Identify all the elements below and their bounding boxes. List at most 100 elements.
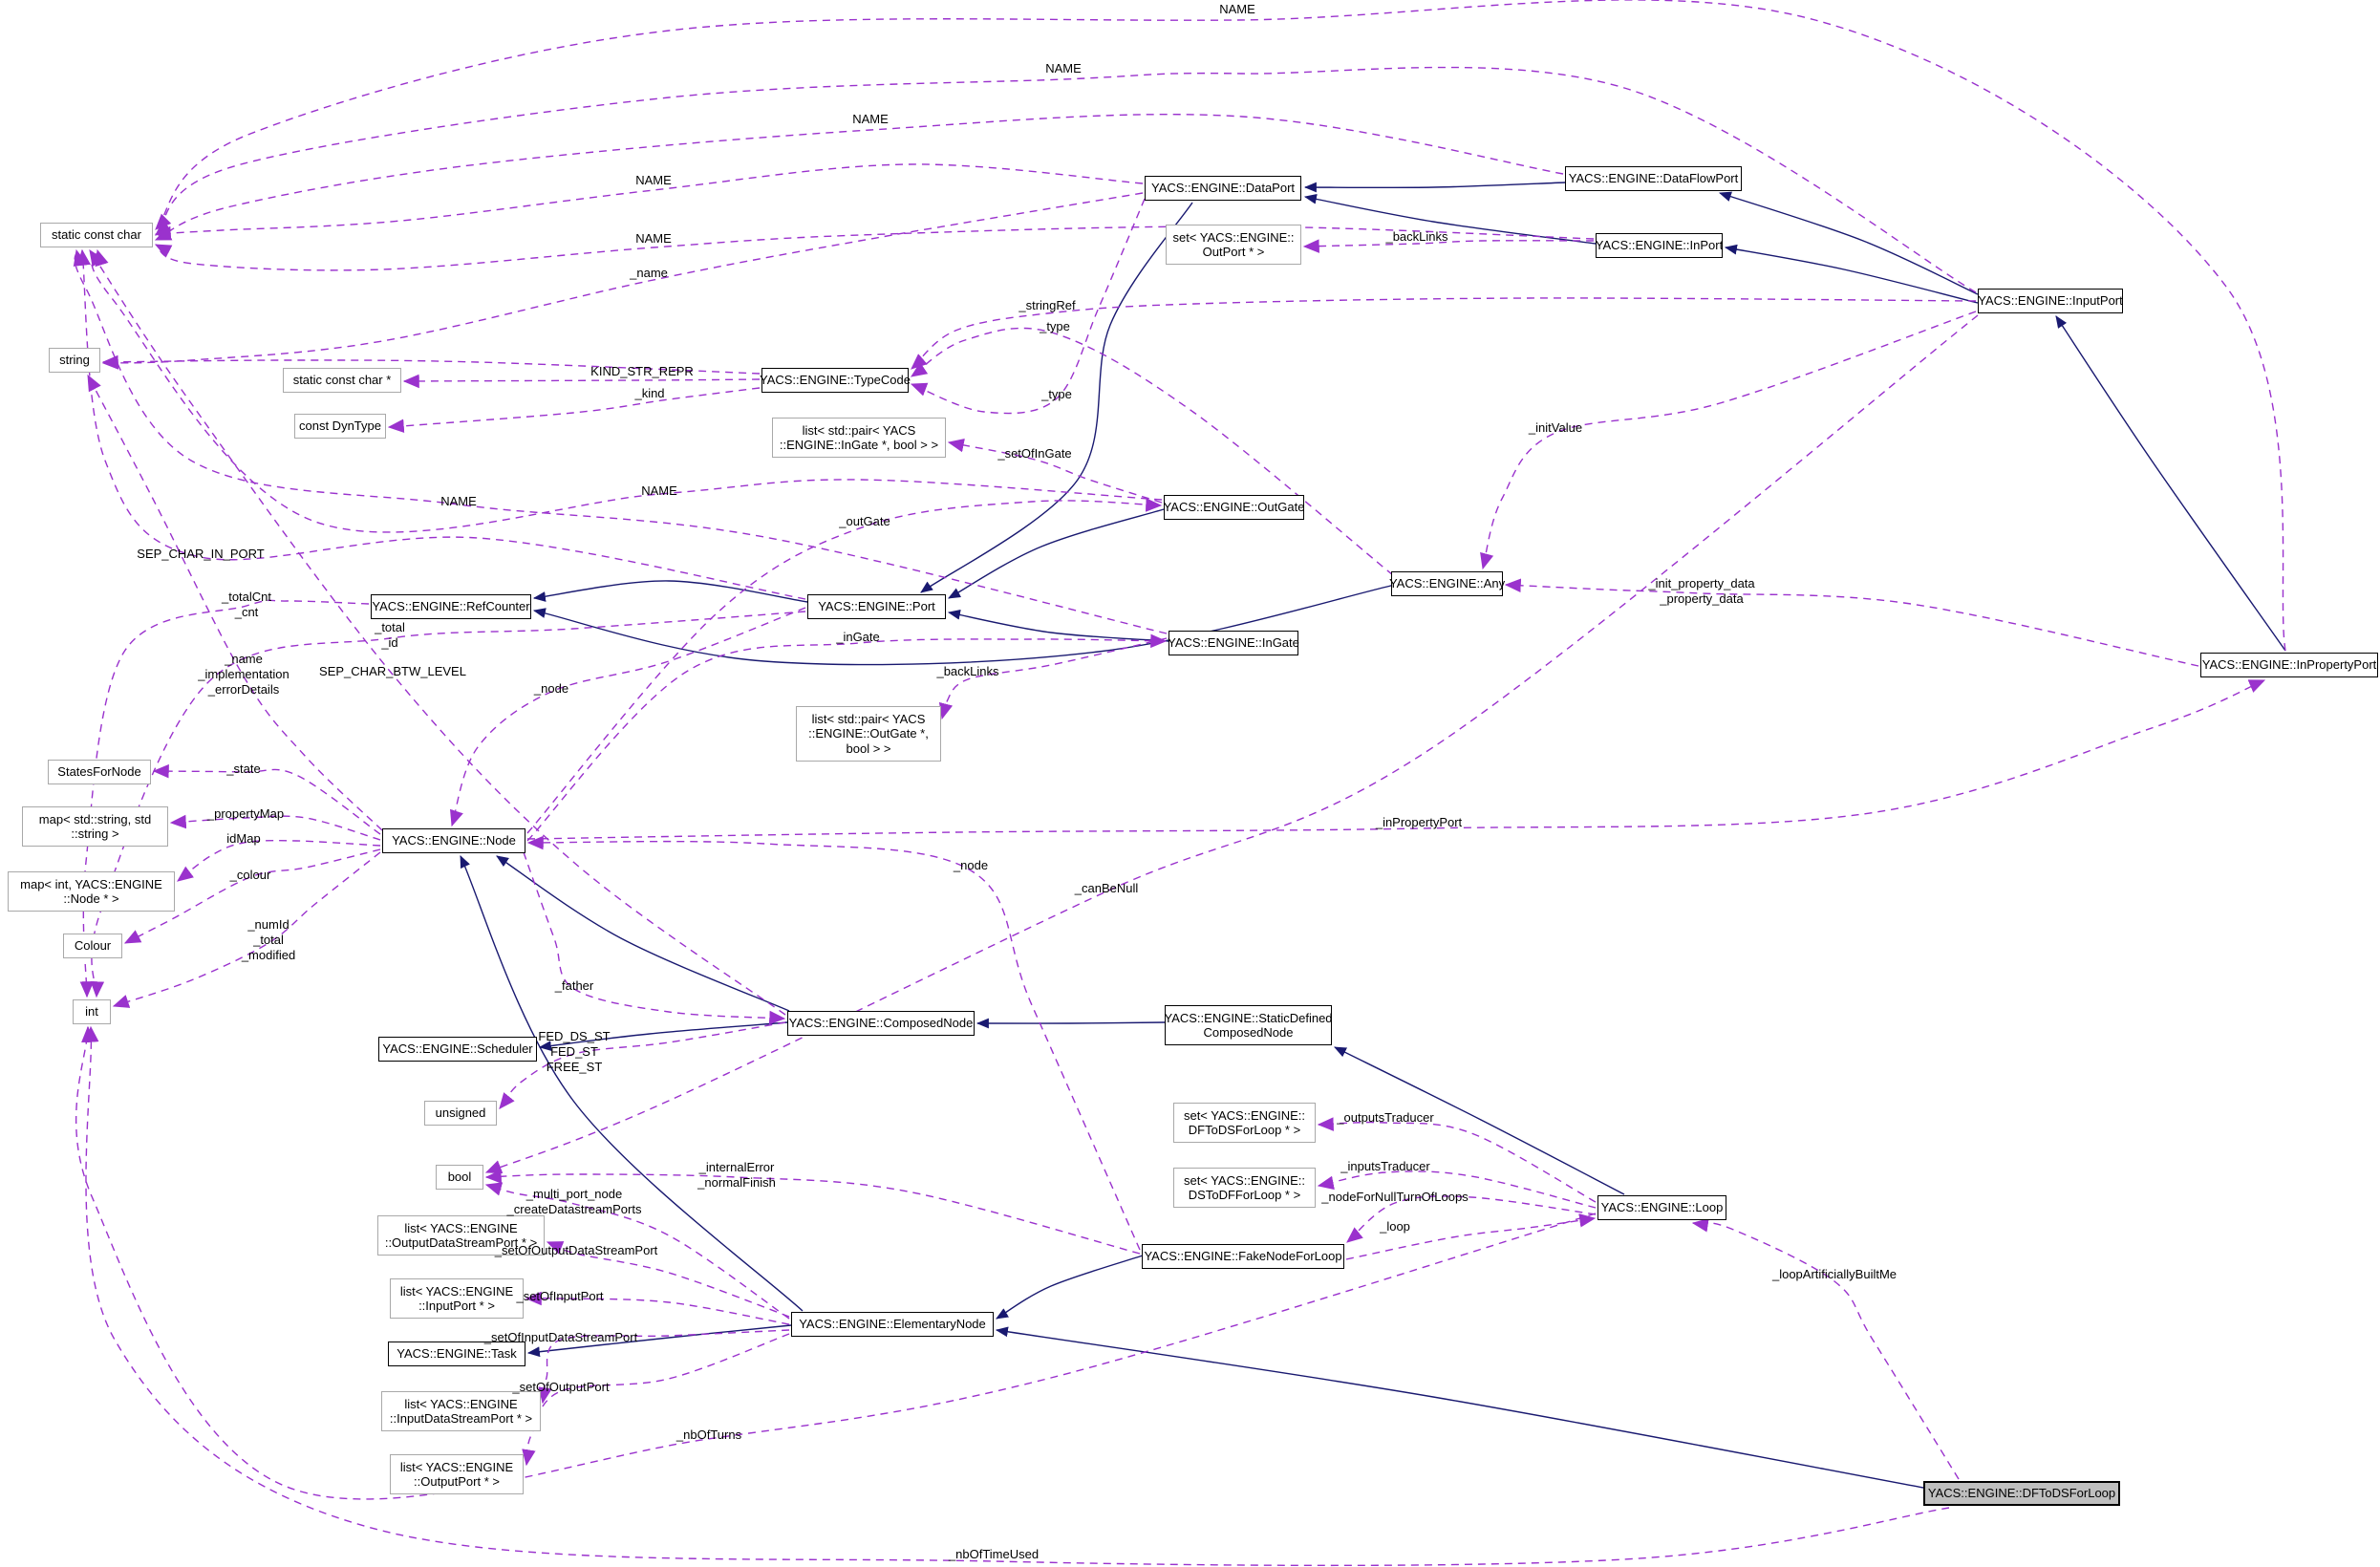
usage-edge — [154, 114, 1564, 241]
inheritance-edge — [996, 1255, 1144, 1320]
usage-edge — [112, 851, 381, 1008]
node-set-dftodsforloop: set< YACS::ENGINE:: DFToDSForLoop * > — [1173, 1103, 1316, 1143]
usage-edge — [525, 1291, 790, 1325]
usage-edge — [522, 1333, 790, 1467]
node-task[interactable]: YACS::ENGINE::Task — [388, 1342, 525, 1366]
usage-edge — [155, 0, 2286, 652]
usage-edge — [169, 814, 381, 841]
node-typecode[interactable]: YACS::ENGINE::TypeCode — [760, 368, 911, 393]
usage-edge — [154, 225, 1595, 271]
node-set-dstodfforloop: set< YACS::ENGINE:: DSToDFForLoop * > — [1173, 1168, 1316, 1208]
inheritance-edge — [1718, 191, 1979, 295]
usage-edge — [90, 611, 806, 998]
usage-edge — [1504, 578, 2199, 667]
usage-edge — [89, 248, 786, 1016]
usage-edge — [526, 633, 1168, 842]
usage-edge — [526, 498, 1163, 834]
node-node[interactable]: YACS::ENGINE::Node — [382, 828, 525, 853]
node-const-dyntype: const DynType — [294, 414, 386, 439]
node-string: string — [49, 348, 100, 373]
node-list-pair-outgate-bool: list< std::pair< YACS ::ENGINE::OutGate … — [796, 706, 941, 762]
usage-edge — [947, 438, 1163, 504]
usage-edge — [79, 599, 370, 998]
node-loop[interactable]: YACS::ENGINE::Loop — [1597, 1195, 1726, 1220]
usage-edge — [526, 679, 2266, 840]
inheritance-edge — [532, 584, 1396, 666]
usage-edge — [546, 1241, 790, 1318]
node-staticdefinedcomposednode[interactable]: YACS::ENGINE::StaticDefined ComposedNode — [1164, 1005, 1333, 1045]
usage-edge — [910, 198, 1146, 415]
usage-edge — [1317, 1117, 1597, 1203]
node-dftodsforloop: YACS::ENGINE::DFToDSForLoop — [1923, 1481, 2120, 1506]
inheritance-edge — [526, 1324, 792, 1358]
node-dataport[interactable]: YACS::ENGINE::DataPort — [1145, 176, 1301, 201]
node-refcounter[interactable]: YACS::ENGINE::RefCounter — [371, 594, 531, 619]
usage-edge — [75, 1025, 1597, 1500]
node-composednode[interactable]: YACS::ENGINE::ComposedNode — [787, 1011, 975, 1036]
usage-edge — [387, 387, 761, 434]
inheritance-edge — [1334, 1046, 1625, 1195]
usage-edge — [484, 1182, 790, 1320]
usage-edge — [526, 835, 1141, 1251]
usage-edge — [538, 1329, 790, 1405]
node-set-outport: set< YACS::ENGINE:: OutPort * > — [1166, 225, 1301, 265]
node-statesfornode: StatesForNode — [48, 760, 151, 784]
node-inport[interactable]: YACS::ENGINE::InPort — [1596, 233, 1723, 258]
usage-edge — [1345, 1213, 1597, 1260]
usage-edge — [1691, 1218, 1960, 1480]
inheritance-edge — [1724, 244, 1979, 304]
node-any[interactable]: YACS::ENGINE::Any — [1389, 571, 1505, 596]
usage-edge — [449, 607, 806, 827]
usage-edge — [1302, 239, 1595, 253]
usage-edge — [484, 1170, 1141, 1255]
node-inpropertyport[interactable]: YACS::ENGINE::InPropertyPort — [2200, 653, 2378, 677]
inheritance-edge — [460, 855, 804, 1312]
node-static-const-char-ptr: static const char * — [283, 368, 401, 393]
usage-edge — [402, 374, 761, 389]
inheritance-edge — [1303, 193, 1597, 245]
node-list-outputport: list< YACS::ENGINE ::OutputPort * > — [390, 1454, 524, 1494]
inheritance-edge — [920, 202, 1193, 593]
usage-edge — [523, 851, 786, 1025]
node-fakenodeforloop[interactable]: YACS::ENGINE::FakeNodeForLoop — [1142, 1244, 1344, 1269]
inheritance-edge — [538, 1021, 788, 1051]
usage-edge — [154, 163, 1144, 241]
usage-edge — [152, 763, 381, 835]
inheritance-edge — [1303, 182, 1566, 193]
node-colour: Colour — [63, 934, 122, 958]
node-map-int-node: map< int, YACS::ENGINE ::Node * > — [8, 871, 175, 912]
node-elementarynode[interactable]: YACS::ENGINE::ElementaryNode — [791, 1312, 994, 1337]
node-list-pair-ingate-bool: list< std::pair< YACS ::ENGINE::InGate *… — [772, 418, 946, 458]
usage-edge — [1346, 1195, 1597, 1243]
usage-edge — [911, 297, 1977, 370]
usage-edge — [87, 374, 383, 831]
node-outgate[interactable]: YACS::ENGINE::OutGate — [1164, 495, 1304, 520]
node-map-string-string: map< std::string, std ::string > — [22, 806, 168, 847]
node-ingate[interactable]: YACS::ENGINE::InGate — [1168, 631, 1299, 655]
node-unsigned: unsigned — [424, 1101, 497, 1126]
usage-edge — [84, 1025, 1950, 1567]
inheritance-edge — [947, 609, 1169, 642]
usage-edge — [73, 248, 1168, 634]
usage-edge — [1480, 311, 1977, 570]
node-bool: bool — [436, 1165, 483, 1190]
usage-edge — [101, 354, 761, 375]
inheritance-edge — [976, 1018, 1166, 1029]
inheritance-edge — [2055, 315, 2286, 652]
node-port[interactable]: YACS::ENGINE::Port — [807, 594, 946, 619]
node-inputport[interactable]: YACS::ENGINE::InputPort — [1978, 289, 2123, 313]
node-list-inputdatastreamport: list< YACS::ENGINE ::InputDataStreamPort… — [381, 1391, 541, 1431]
inheritance-edge — [948, 508, 1165, 599]
usage-edge — [76, 248, 806, 600]
node-scheduler[interactable]: YACS::ENGINE::Scheduler — [378, 1037, 537, 1062]
usage-edge — [1317, 1170, 1597, 1209]
inheritance-edge — [532, 580, 808, 603]
node-dataflowport[interactable]: YACS::ENGINE::DataFlowPort — [1565, 166, 1742, 191]
node-list-outputdatastreamport: list< YACS::ENGINE ::OutputDataStreamPor… — [377, 1215, 545, 1256]
usage-edge — [938, 637, 1168, 720]
usage-edge — [91, 248, 1163, 533]
usage-edge — [155, 66, 1977, 293]
usage-edge — [910, 327, 1394, 576]
